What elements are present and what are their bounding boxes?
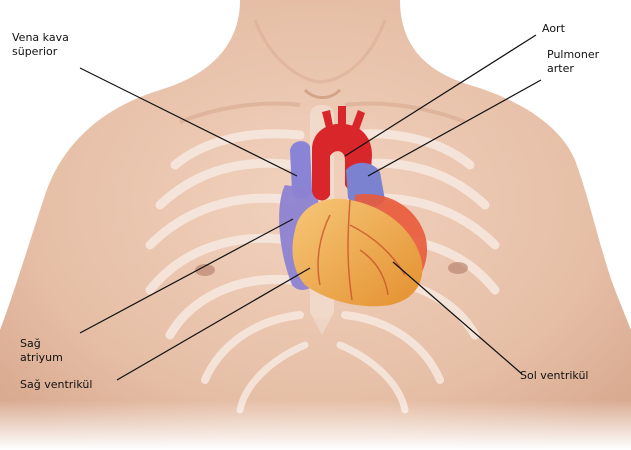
label-vena-kava-superior: Vena kava süperior [12,31,69,59]
right-nipple [448,262,468,274]
label-sol-ventrikul: Sol ventrikül [520,369,588,383]
bottom-fade [0,400,631,450]
label-pulmoner-arter: Pulmoner arter [547,48,599,76]
label-sag-atriyum: Sağ atriyum [20,337,63,365]
label-aort: Aort [542,22,565,36]
label-sag-ventrikul: Sağ ventrikül [20,378,92,392]
aortic-branch-2 [338,106,346,124]
